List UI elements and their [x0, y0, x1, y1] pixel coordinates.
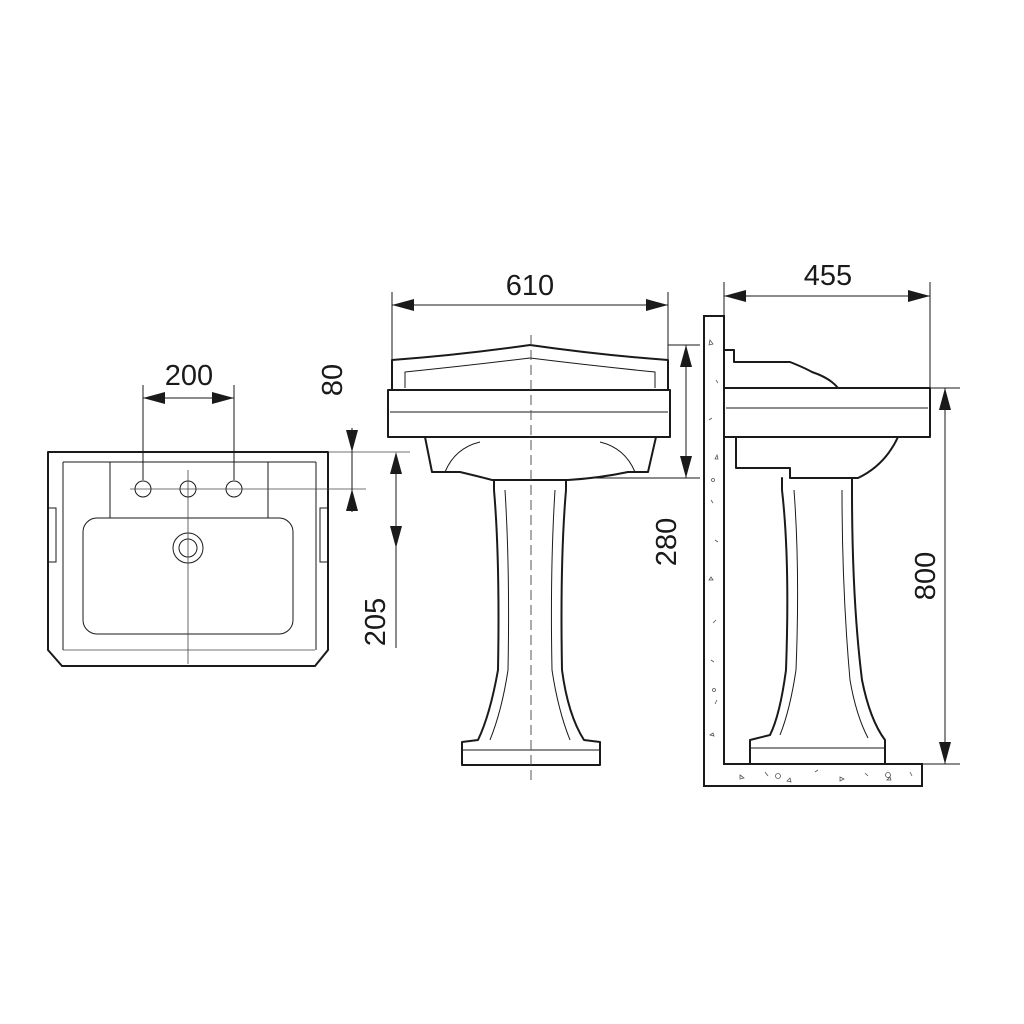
- dim-overall-height: 800: [910, 387, 960, 765]
- dim-width: 610: [391, 270, 669, 360]
- front-bowl-inner: [444, 441, 636, 473]
- front-rim: [387, 389, 671, 438]
- front-backsplash-inner: [404, 357, 656, 388]
- side-bowl: [735, 436, 899, 479]
- front-view: [387, 335, 671, 780]
- dim-bowl-height-label: 280: [651, 518, 683, 566]
- side-view: [703, 315, 931, 787]
- front-bowl: [424, 436, 657, 481]
- dim-bowl-height: 280: [590, 344, 700, 566]
- dim-tap-to-back-label: 80: [317, 364, 349, 396]
- dim-depth-label: 455: [804, 260, 852, 292]
- dim-depth: 455: [723, 260, 931, 388]
- plan-left-overflow: [48, 507, 57, 563]
- front-backsplash: [391, 344, 669, 391]
- front-pedestal-inner: [489, 489, 571, 741]
- wall-hatching: [708, 339, 913, 783]
- plan-right-overflow: [319, 507, 328, 563]
- plan-tap-deck: [63, 461, 269, 519]
- dim-overall-height-label: 800: [910, 552, 942, 600]
- dim-tap-to-back: 80: [317, 364, 358, 512]
- plan-view: [47, 451, 410, 667]
- dim-tap-spacing-label: 200: [165, 360, 213, 392]
- side-pedestal: [749, 477, 886, 765]
- dim-tap-to-waste: 205: [360, 452, 402, 648]
- dim-tap-to-waste-label: 205: [360, 598, 392, 646]
- wall-and-floor: [703, 315, 923, 787]
- side-rim: [723, 387, 931, 438]
- dim-width-label: 610: [506, 270, 554, 302]
- side-backsplash: [723, 349, 839, 389]
- side-pedestal-inner: [779, 489, 869, 739]
- plan-back-ledge: [62, 461, 317, 650]
- dim-tap-spacing: 200: [142, 360, 235, 480]
